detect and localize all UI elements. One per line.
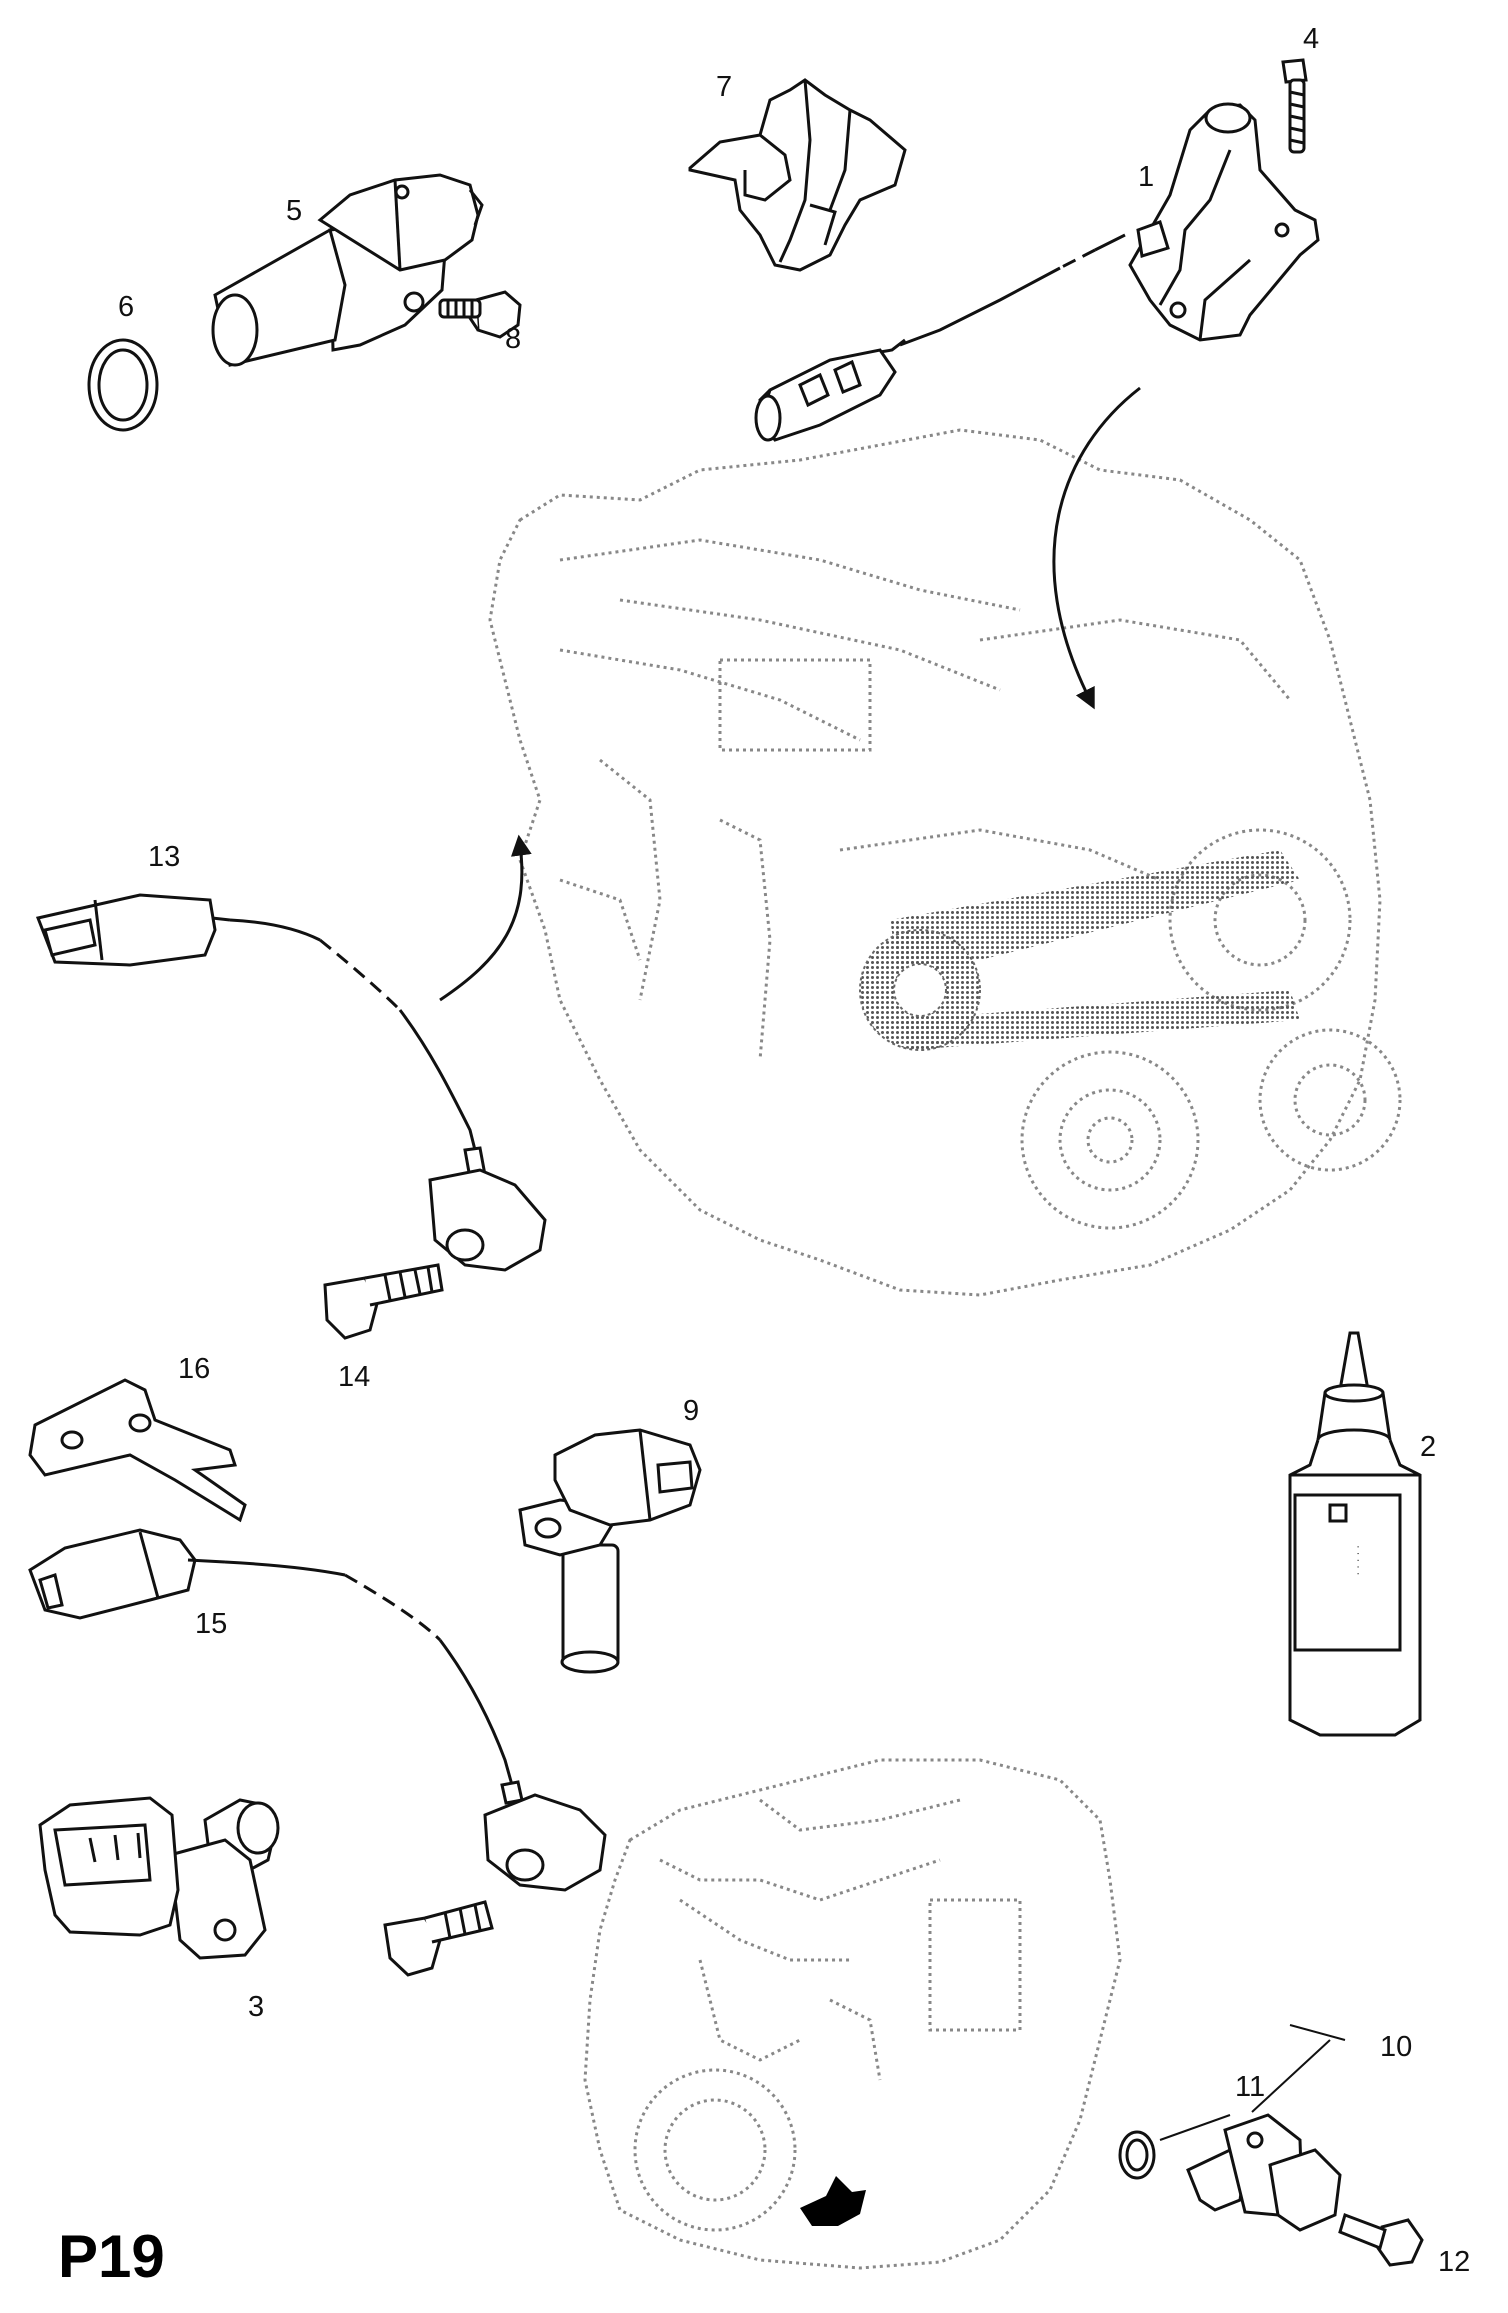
bolt-icon-4 bbox=[1281, 58, 1308, 154]
callout-14: 14 bbox=[338, 1361, 371, 1393]
callout-5: 5 bbox=[286, 195, 303, 227]
bolt-icon-12 bbox=[1338, 2213, 1424, 2267]
o-ring-icon-11 bbox=[1118, 2130, 1156, 2180]
svg-text:· · · · ·: · · · · · bbox=[1352, 1545, 1364, 1576]
callout-15: 15 bbox=[195, 1608, 228, 1640]
arrow-icon-upper bbox=[1052, 386, 1141, 710]
crank-sensor-icon bbox=[211, 173, 484, 367]
sealant-bottle-icon: · · · · · bbox=[1288, 1331, 1422, 1737]
callout-2: 2 bbox=[1420, 1431, 1437, 1463]
leader-lines bbox=[1159, 2024, 1346, 2141]
callout-12: 12 bbox=[1438, 2246, 1471, 2278]
bracket-icon bbox=[28, 1378, 247, 1523]
callout-4: 4 bbox=[1303, 23, 1320, 55]
o-ring-icon-6 bbox=[87, 338, 159, 432]
callout-9: 9 bbox=[683, 1395, 700, 1427]
cam-sensor-icon bbox=[754, 102, 1320, 442]
callout-16: 16 bbox=[178, 1353, 211, 1385]
callout-13: 13 bbox=[148, 841, 181, 873]
bolt-icon-15b bbox=[383, 1900, 494, 1977]
callout-3: 3 bbox=[248, 1991, 265, 2023]
engine-lower-icon bbox=[583, 1758, 1122, 2270]
callout-7: 7 bbox=[716, 71, 733, 103]
bolt-icon-8 bbox=[438, 290, 522, 339]
knock-sensor-icon-15 bbox=[28, 1528, 607, 1892]
sensor-location-marker-icon bbox=[800, 2176, 866, 2226]
callout-10: 10 bbox=[1380, 2031, 1413, 2063]
clip-icon bbox=[688, 78, 907, 272]
callout-11: 11 bbox=[1235, 2071, 1266, 2103]
cam-sensor-icon-10 bbox=[1186, 2113, 1342, 2232]
callout-8: 8 bbox=[505, 323, 522, 355]
callout-1: 1 bbox=[1138, 161, 1155, 193]
cam-sensor-icon-9 bbox=[518, 1428, 702, 1674]
cam-sensor-icon-3 bbox=[38, 1796, 280, 1960]
drive-belt-icon bbox=[859, 850, 1300, 1051]
bolt-icon-14 bbox=[323, 1263, 444, 1340]
knock-sensor-icon-13 bbox=[35, 893, 547, 1272]
callout-6: 6 bbox=[118, 291, 135, 323]
engine-upper-icon bbox=[488, 428, 1402, 1297]
arrow-icon-left bbox=[439, 834, 532, 1002]
page-code: P19 bbox=[58, 2223, 165, 2290]
